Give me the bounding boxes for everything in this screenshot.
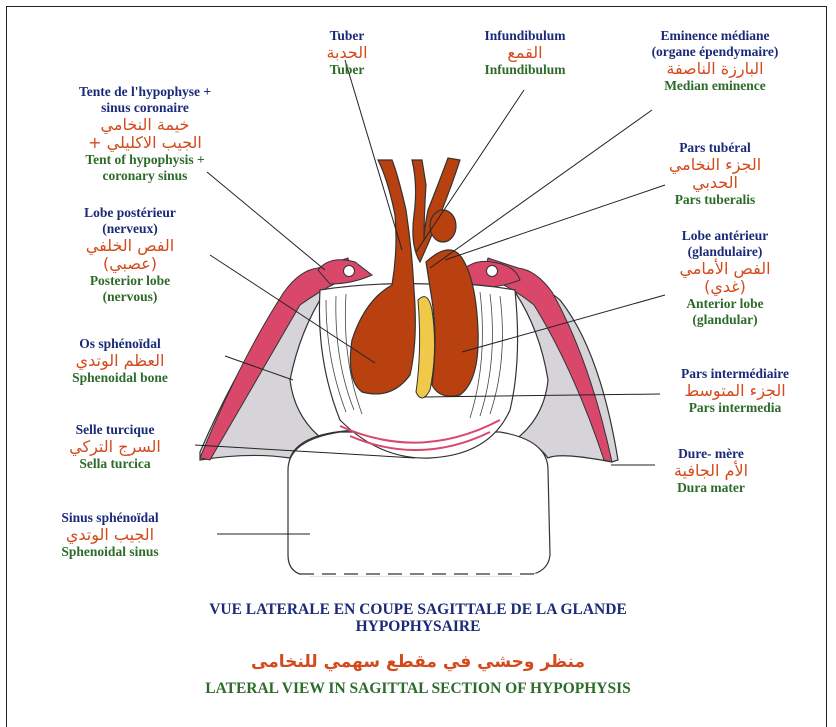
label-eminence-fr2: (organe épendymaire) [620, 44, 810, 60]
label-pars-inter-fr: Pars intermédiaire [655, 366, 815, 382]
title-en: LATERAL VIEW IN SAGITTAL SECTION OF HYPO… [0, 680, 836, 698]
label-tuber-ar: الحدبة [297, 44, 397, 62]
label-sinus-ar: الجيب الوتدي [20, 526, 200, 544]
label-selle-en: Sella turcica [40, 456, 190, 472]
label-infundibulum: Infundibulum القمع Infundibulum [455, 28, 595, 78]
label-pars-inter-ar: الجزء المتوسط [655, 382, 815, 400]
label-tente-en2: coronary sinus [40, 168, 250, 184]
label-tente-fr2: sinus coronaire [40, 100, 250, 116]
label-dure-ar: الأم الجافية [656, 462, 766, 480]
title-ar: منظر وحشي في مقطع سهمي للنخامى [0, 652, 836, 672]
label-lobe-ant-ar1: الفص الأمامي [650, 260, 800, 278]
label-pars-tuberal-fr: Pars tubéral [645, 140, 785, 156]
label-selle-fr: Selle turcique [40, 422, 190, 438]
label-eminence-ar: البارزة الناصفة [620, 60, 810, 78]
label-lobe-ant-ar2: (غدي) [650, 278, 800, 296]
label-pars-tuberal-ar1: الجزء النخامي [645, 156, 785, 174]
label-pars-tuberal-ar2: الحدبي [645, 174, 785, 192]
label-tente: Tente de l'hypophyse + sinus coronaire خ… [40, 84, 250, 184]
label-dure: Dure- mère الأم الجافية Dura mater [656, 446, 766, 496]
label-lobe-ant: Lobe antérieur (glandulaire) الفص الأمام… [650, 228, 800, 328]
label-eminence: Eminence médiane (organe épendymaire) ال… [620, 28, 810, 94]
label-os-sphenoidal-fr: Os sphénoïdal [40, 336, 200, 352]
label-lobe-ant-en1: Anterior lobe [650, 296, 800, 312]
label-tente-ar1: خيمة النخامي [40, 116, 250, 134]
label-eminence-fr1: Eminence médiane [620, 28, 810, 44]
label-os-sphenoidal: Os sphénoïdal العظم الوتدي Sphenoidal bo… [40, 336, 200, 386]
label-sinus: Sinus sphénoïdal الجيب الوتدي Sphenoidal… [20, 510, 200, 560]
label-tuber-en: Tuber [297, 62, 397, 78]
label-lobe-post-fr2: (nerveux) [55, 221, 205, 237]
label-dure-fr: Dure- mère [656, 446, 766, 462]
label-infundibulum-fr: Infundibulum [455, 28, 595, 44]
label-sinus-fr: Sinus sphénoïdal [20, 510, 200, 526]
label-tente-fr1: Tente de l'hypophyse + [40, 84, 250, 100]
label-lobe-post-en2: (nervous) [55, 289, 205, 305]
label-lobe-post-ar2: (عصبي) [55, 255, 205, 273]
label-selle-ar: السرج التركي [40, 438, 190, 456]
label-lobe-ant-en2: (glandular) [650, 312, 800, 328]
label-pars-tuberal-en: Pars tuberalis [645, 192, 785, 208]
label-tuber-fr: Tuber [297, 28, 397, 44]
title-fr-line2: HYPOPHYSAIRE [0, 618, 836, 635]
label-lobe-post-fr1: Lobe postérieur [55, 205, 205, 221]
label-os-sphenoidal-en: Sphenoidal bone [40, 370, 200, 386]
label-tuber: Tuber الحدبة Tuber [297, 28, 397, 78]
label-sinus-en: Sphenoidal sinus [20, 544, 200, 560]
label-lobe-post-ar1: الفص الخلفي [55, 237, 205, 255]
label-infundibulum-ar: القمع [455, 44, 595, 62]
label-os-sphenoidal-ar: العظم الوتدي [40, 352, 200, 370]
label-dure-en: Dura mater [656, 480, 766, 496]
label-lobe-post: Lobe postérieur (nerveux) الفص الخلفي (ع… [55, 205, 205, 305]
label-tente-ar2: + الجيب الاكليلي [40, 134, 250, 152]
label-eminence-en: Median eminence [620, 78, 810, 94]
label-selle: Selle turcique السرج التركي Sella turcic… [40, 422, 190, 472]
label-lobe-post-en1: Posterior lobe [55, 273, 205, 289]
label-lobe-ant-fr2: (glandulaire) [650, 244, 800, 260]
label-pars-inter: Pars intermédiaire الجزء المتوسط Pars in… [655, 366, 815, 416]
label-pars-tuberal: Pars tubéral الجزء النخامي الحدبي Pars t… [645, 140, 785, 208]
title-fr-line1: VUE LATERALE EN COUPE SAGITTALE DE LA GL… [0, 601, 836, 618]
label-tente-en1: Tent of hypophysis + [40, 152, 250, 168]
label-infundibulum-en: Infundibulum [455, 62, 595, 78]
label-pars-inter-en: Pars intermedia [655, 400, 815, 416]
label-lobe-ant-fr1: Lobe antérieur [650, 228, 800, 244]
